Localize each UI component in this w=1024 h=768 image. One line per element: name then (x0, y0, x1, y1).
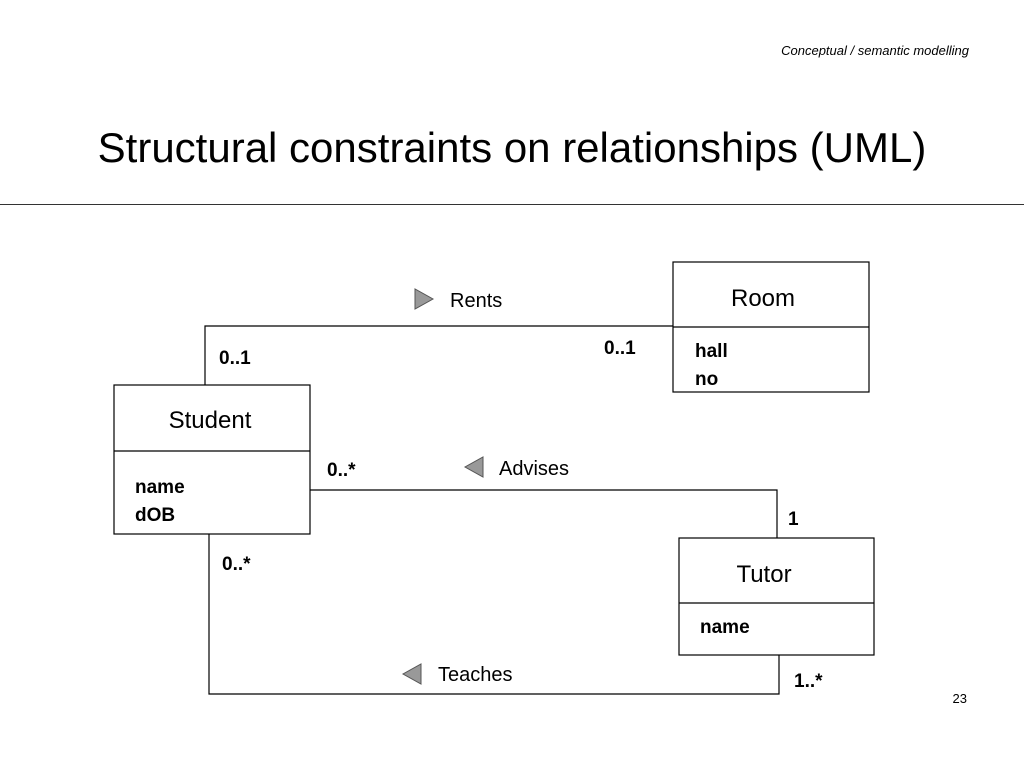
page-number: 23 (952, 691, 967, 706)
rents-student-multiplicity: 0..1 (219, 348, 251, 369)
advises-student-multiplicity: 0..* (327, 460, 356, 481)
rents-label: Rents (450, 290, 502, 312)
tutor-attribute-name: name (700, 617, 750, 638)
room-class: Room hall no (672, 261, 870, 393)
tutor-class-name: Tutor (736, 561, 791, 588)
teaches-tutor-multiplicity: 1..* (794, 671, 823, 692)
room-attribute-no: no (695, 369, 718, 390)
slide-title: Structural constraints on relationships … (97, 124, 927, 171)
student-class-box (113, 384, 311, 535)
teaches-label: Teaches (438, 664, 513, 686)
room-class-name: Room (731, 285, 795, 312)
advises-direction-arrow-icon (463, 456, 484, 478)
teaches-direction-arrow-icon (401, 663, 422, 685)
tutor-class: Tutor name (678, 537, 875, 656)
rents-room-multiplicity: 0..1 (604, 338, 636, 359)
teaches-student-multiplicity: 0..* (222, 554, 251, 575)
advises-tutor-multiplicity: 1 (788, 509, 799, 530)
advises-association-line (310, 489, 778, 538)
student-attribute-name: name (135, 477, 185, 498)
rents-direction-arrow-icon (414, 288, 435, 310)
student-class-name: Student (169, 407, 252, 434)
student-class: Student name dOB (113, 384, 311, 535)
advises-label: Advises (499, 458, 569, 480)
title-divider (0, 204, 1024, 205)
section-label: Conceptual / semantic modelling (781, 43, 969, 58)
student-attribute-dob: dOB (135, 505, 175, 526)
tutor-class-box (678, 537, 875, 656)
rents-association-line (204, 325, 673, 385)
room-attribute-hall: hall (695, 341, 728, 362)
teaches-association-line (208, 534, 780, 695)
